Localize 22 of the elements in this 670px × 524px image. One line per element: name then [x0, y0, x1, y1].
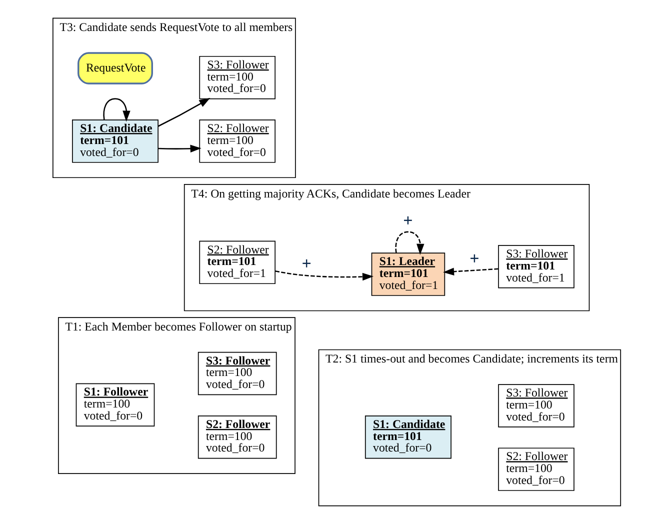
edge-label: + [301, 254, 311, 274]
node-box: S3: Follower term=101 voted_for=1 [498, 245, 574, 288]
arrow [157, 98, 210, 127]
arrow [394, 231, 424, 255]
edge-label: + [402, 210, 412, 230]
node-box: S1: Candidate term=101 voted_for=0 [72, 120, 158, 163]
arrow [274, 270, 374, 281]
node-box: S2: Follower term=100 voted_for=0 [498, 448, 574, 491]
arrow [442, 268, 498, 276]
node-box: S1: Follower term=100 voted_for=0 [75, 383, 154, 426]
node-box: S1: Leader term=101 voted_for=1 [370, 252, 445, 296]
node-box: S2: Follower term=100 voted_for=0 [198, 120, 275, 163]
node-box: S2: Follower term=101 voted_for=1 [198, 240, 275, 284]
node-box: S3: Follower term=100 voted_for=0 [498, 384, 574, 428]
node-box: S1: Candidate term=101 voted_for=0 [364, 415, 451, 459]
node-box: RequestVote [77, 52, 152, 84]
arrow [158, 144, 201, 152]
node-box: S3: Follower term=100 voted_for=0 [198, 56, 275, 100]
edge-label: + [469, 249, 479, 268]
arrow [102, 98, 130, 122]
node-box: S2: Follower term=100 voted_for=0 [197, 415, 276, 459]
node-box: S3: Follower term=100 voted_for=0 [197, 352, 276, 396]
